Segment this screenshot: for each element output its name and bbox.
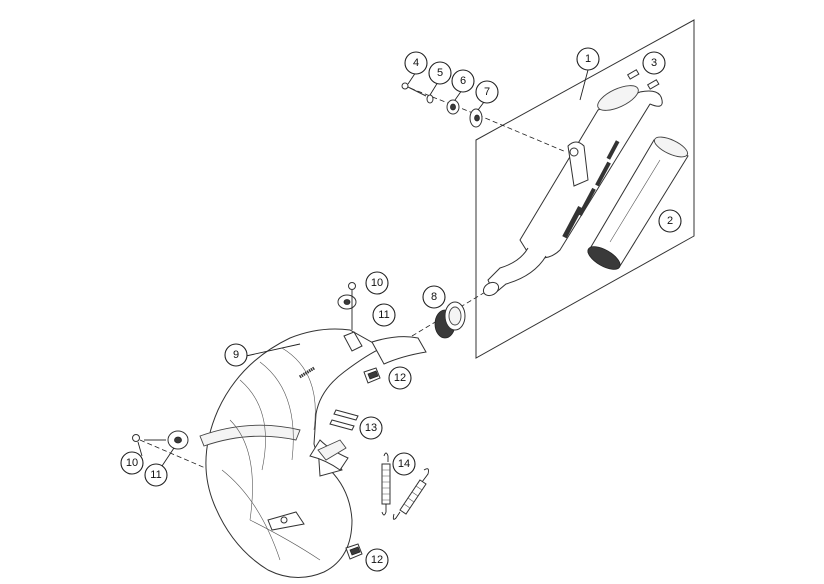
callout-4: 4 [404,51,428,75]
callout-14: 14 [392,452,416,476]
axis-line-silencer-mount [477,114,567,153]
callout-label: 3 [651,57,657,69]
silencer-sleeve [587,136,689,270]
callout-10-lower: 10 [120,451,144,475]
expansion-chamber: ▮▮▮▮▮▮▮▮ [199,328,427,578]
callout-label: 11 [150,469,161,481]
callout-label: 1 [585,53,591,65]
callout-label: 10 [126,457,138,469]
leader-5 [429,81,439,96]
callout-label: 5 [437,67,443,79]
callout-12-upper: 12 [388,366,412,390]
callout-label: 10 [371,277,383,289]
silencer [482,85,663,297]
leader-11b [161,447,175,467]
leader-9 [245,343,301,357]
fastener-stack [401,82,483,128]
retaining-clip-upper [363,367,381,384]
callout-label: 8 [431,291,437,303]
retaining-clip-lower [345,543,363,560]
callout-label: 12 [371,554,383,566]
callout-label: 12 [394,372,406,384]
callout-label: 11 [378,309,389,321]
callout-label: 13 [365,422,377,434]
axis-line-lower-mount [139,439,211,471]
callout-10-upper: 10 [365,271,389,295]
gasket-strips [329,409,359,431]
callout-5: 5 [428,61,452,85]
callout-label: 6 [460,75,466,87]
callout-label: 14 [398,458,410,470]
callout-1: 1 [576,47,600,71]
leader-7 [477,101,485,111]
exhaust-springs [381,452,429,520]
silencer-screws [626,69,660,90]
silencer-label-text [562,140,620,239]
axis-line-fastener-stack [409,87,479,116]
lower-mount-hardware [132,430,189,450]
callout-3: 3 [642,51,666,75]
leader-10b [137,441,143,457]
callout-12-lower: 12 [365,548,389,572]
callout-8: 8 [422,285,446,309]
callout-13: 13 [359,416,383,440]
connection-sleeve [434,301,466,339]
callout-label: 2 [667,215,673,227]
callout-2: 2 [658,209,682,233]
callout-11-lower: 11 [144,463,168,487]
upper-mount-hardware [337,282,357,330]
silencer-group-frame [475,19,695,359]
callout-9: 9 [224,343,248,367]
callout-label: 9 [233,349,239,361]
callout-11-upper: 11 [372,303,396,327]
callout-label: 7 [484,86,490,98]
callout-6: 6 [451,69,475,93]
callout-label: 4 [413,57,419,69]
leader-1 [579,69,589,101]
callout-7: 7 [475,80,499,104]
